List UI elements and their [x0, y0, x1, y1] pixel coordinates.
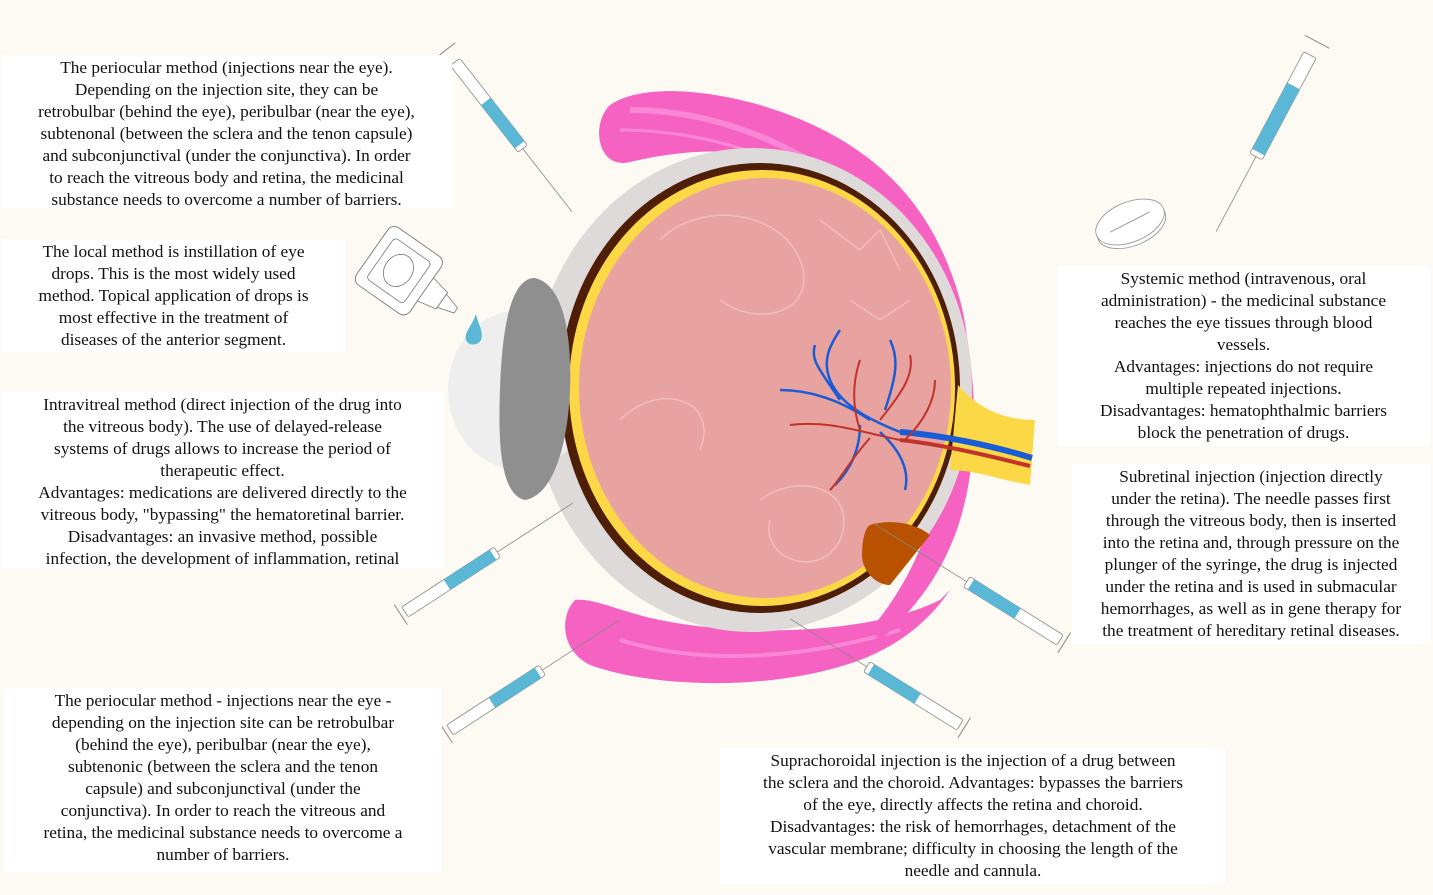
- central-retinal-artery: [899, 438, 1031, 468]
- retinal-arteries: [789, 354, 936, 491]
- pill-icon: [1095, 198, 1167, 250]
- muscle-fiber-highlight: [619, 628, 901, 658]
- vitreous-texture: [619, 214, 911, 563]
- syringe-periocular-bottom: [438, 620, 618, 744]
- periocular-method-note-top: The periocular method (injections near t…: [1, 55, 452, 209]
- syringe-intravitreal: [393, 502, 573, 626]
- syringe-systemic: [1215, 34, 1330, 232]
- periocular-method-note-bottom: The periocular method - injections near …: [4, 688, 442, 872]
- syringe-suprachoroidal: [790, 618, 972, 739]
- inferior-rectus-muscle: [565, 590, 950, 684]
- macula: [862, 522, 930, 585]
- subretinal-injection-note: Subretinal injection (injection directly…: [1072, 464, 1430, 644]
- intravitreal-method-note: Intravitreal method (direct injection of…: [1, 392, 444, 568]
- systemic-method-note: Systemic method (intravenous, oral admin…: [1057, 266, 1430, 446]
- syringe-subretinal: [873, 523, 1072, 654]
- vitreous-body: [579, 178, 951, 598]
- suprachoroidal-injection-note: Suprachoroidal injection is the injectio…: [720, 748, 1226, 884]
- eye-drop-bottle-icon: [354, 226, 459, 316]
- optic-nerve: [950, 385, 1035, 485]
- local-method-note: The local method is instillation of eye …: [1, 239, 346, 352]
- eye-drop-icon: [465, 314, 482, 345]
- syringe-periocular-top: [436, 42, 573, 212]
- central-retinal-vein: [899, 429, 1033, 461]
- lens: [499, 278, 571, 500]
